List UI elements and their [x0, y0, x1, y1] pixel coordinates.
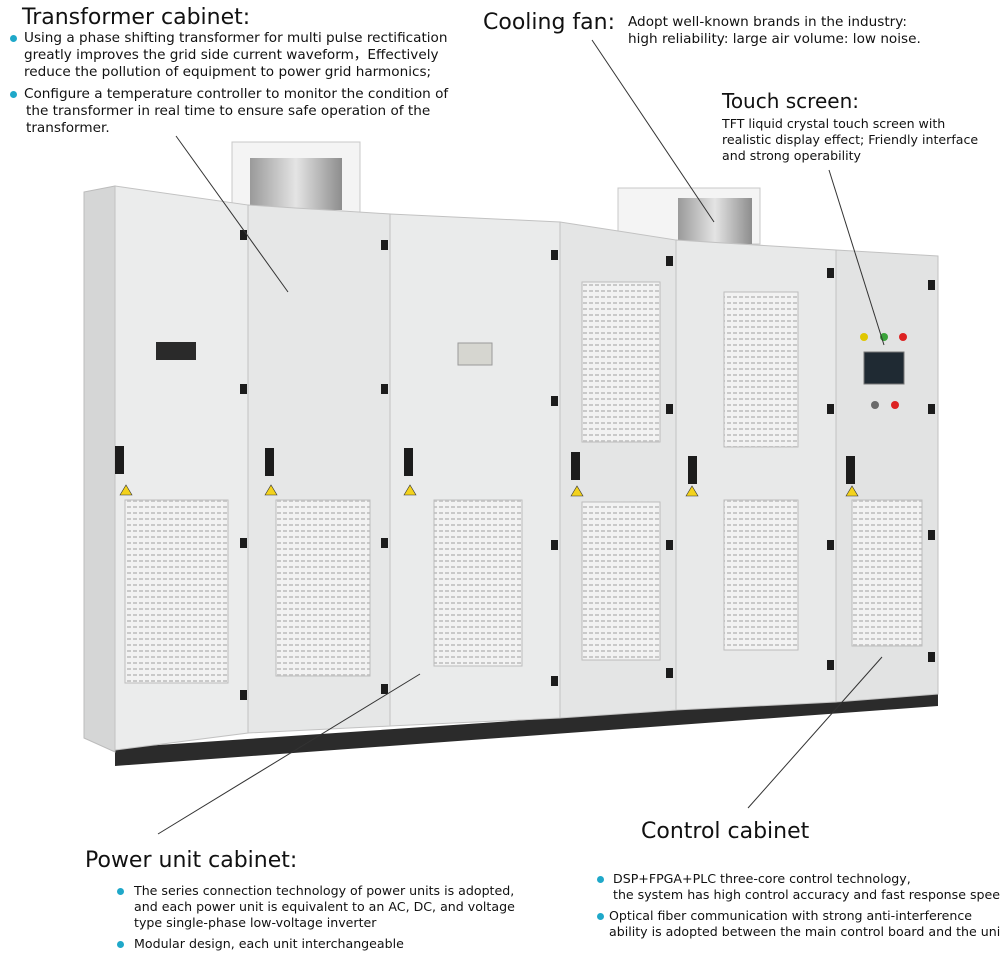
power-bullet-1-line-2: and each power unit is equivalent to an …: [134, 899, 515, 914]
control-bullet-2-line-1: Optical fiber communication with strong …: [609, 908, 973, 923]
bullet-icon: [597, 913, 604, 920]
cooling-fan-left: [231, 141, 361, 213]
transformer-bullet-1-line-3: reduce the pollution of equipment to pow…: [24, 64, 432, 80]
cooling-fan-right: [617, 187, 761, 245]
cooling-fan-title: Cooling fan:: [483, 10, 615, 35]
touch-screen-line-2: realistic display effect; Friendly inter…: [722, 132, 979, 147]
transformer-bullet-2-line-1: Configure a temperature controller to mo…: [24, 86, 449, 102]
transformer-cabinet-title: Transformer cabinet:: [22, 5, 251, 30]
transformer-bullet-2-line-2: the transformer in real time to ensure s…: [26, 103, 431, 119]
power-unit-cabinet-title: Power unit cabinet:: [85, 848, 298, 873]
control-bullet-2-line-2: ability is adopted between the main cont…: [609, 924, 1000, 939]
cabinet-doors: [114, 185, 939, 751]
cooling-fan-line-2: high reliability: large air volume: low …: [628, 31, 921, 47]
bullet-icon: [597, 876, 604, 883]
power-bullet-1-line-1: The series connection technology of powe…: [134, 883, 515, 898]
power-bullet-2-line-1: Modular design, each unit interchangeabl…: [134, 936, 404, 951]
touch-screen-line-1: TFT liquid crystal touch screen with: [722, 116, 946, 131]
power-bullet-1-line-3: type single-phase low-voltage inverter: [134, 915, 377, 930]
touch-screen-line-3: and strong operability: [722, 148, 862, 163]
bullet-icon: [117, 888, 124, 895]
cooling-fan-line-1: Adopt well-known brands in the industry:: [628, 14, 907, 30]
control-bullet-1-line-1: DSP+FPGA+PLC three-core control technolo…: [613, 871, 911, 886]
transformer-bullet-1-line-1: Using a phase shifting transformer for m…: [24, 30, 448, 46]
bullet-icon: [10, 91, 17, 98]
control-cabinet-title: Control cabinet: [641, 819, 810, 844]
cabinet-plinth: [115, 692, 938, 766]
bullet-icon: [10, 35, 17, 42]
bullet-icon: [117, 941, 124, 948]
transformer-bullet-2-line-3: transformer.: [26, 120, 110, 136]
touch-screen-panel: [863, 351, 905, 385]
touch-screen-title: Touch screen:: [722, 89, 859, 113]
transformer-bullet-1-line-2: greatly improves the grid side current w…: [24, 47, 439, 63]
control-bullet-1-line-2: the system has high control accuracy and…: [613, 887, 1000, 902]
